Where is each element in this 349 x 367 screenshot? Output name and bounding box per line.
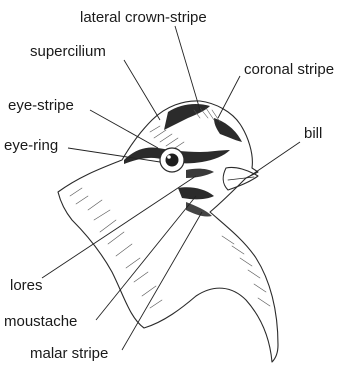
label-lateral-crown-stripe: lateral crown-stripe — [80, 9, 207, 26]
eye-pupil — [166, 154, 179, 167]
label-malar-stripe: malar stripe — [30, 345, 108, 362]
label-supercilium: supercilium — [30, 43, 106, 60]
moustache-shape — [178, 187, 214, 199]
leader-bill — [250, 142, 300, 176]
label-eye-stripe: eye-stripe — [8, 97, 74, 114]
label-bill: bill — [304, 125, 322, 142]
lateral-crown-stripe-shape — [164, 104, 210, 130]
lores-shape — [186, 169, 214, 178]
leader-moustache — [96, 196, 196, 320]
label-lores: lores — [10, 277, 43, 294]
leader-supercilium — [124, 60, 160, 120]
label-coronal-stripe: coronal stripe — [244, 61, 334, 78]
label-eye-ring: eye-ring — [4, 137, 58, 154]
leader-malar-stripe — [122, 212, 202, 350]
leader-lateral-crown-stripe — [175, 26, 200, 110]
head-outline — [58, 101, 278, 362]
leader-eye-stripe — [90, 110, 158, 148]
bird-head-illustration — [58, 101, 278, 362]
label-moustache: moustache — [4, 313, 77, 330]
leader-coronal-stripe — [218, 76, 240, 118]
labels: lateral crown-stripe supercilium coronal… — [4, 9, 334, 362]
